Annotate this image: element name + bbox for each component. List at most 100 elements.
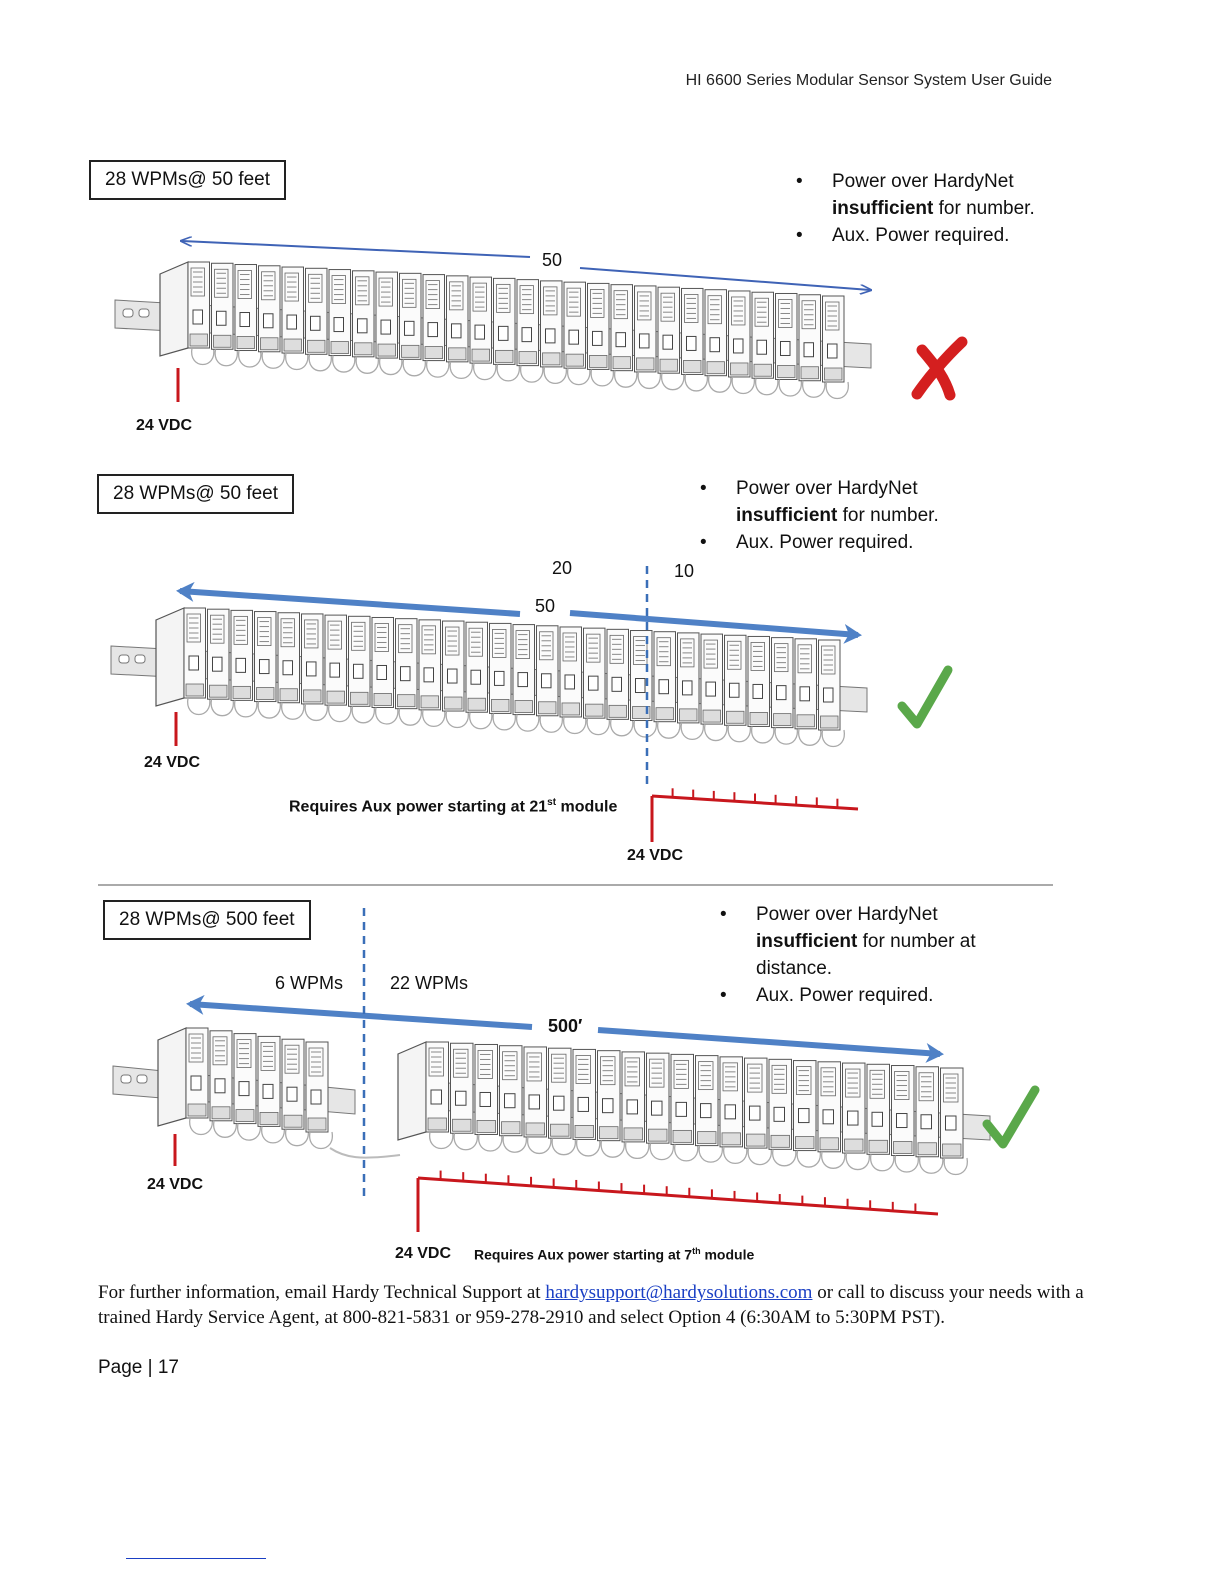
panel3-config-label: 28 WPMs@ 500 feet: [103, 900, 311, 940]
wpm-module: [646, 1052, 674, 1161]
wpm-module: [559, 626, 587, 734]
wpm-module: [768, 1058, 797, 1167]
wpm-module: [499, 1045, 527, 1153]
support-email-link[interactable]: hardysupport@hardysolutions.com: [545, 1282, 813, 1303]
panel3-hardynet-cable: [329, 1147, 401, 1159]
panel2-bullets: •Power over HardyNet insufficient for nu…: [700, 475, 939, 556]
panel1-bullets: •Power over HardyNet insufficient for nu…: [796, 168, 1035, 249]
wpm-module: [630, 630, 657, 738]
panel2-distance-arrow: [176, 581, 862, 644]
panel3-bullets: •Power over HardyNet insufficient for nu…: [720, 901, 976, 1009]
support-text-after: or call to discuss your needs with a tra…: [98, 1282, 1084, 1328]
panel2-requires-aux-note: Requires Aux power starting at 21st modu…: [289, 797, 617, 816]
wpm-module: [597, 1050, 625, 1158]
panel3-bullet1-line3: distance.: [756, 958, 833, 979]
wpm-module: [422, 274, 450, 378]
page-header-title: HI 6600 Series Modular Sensor System Use…: [685, 72, 1052, 89]
wpm-module: [940, 1067, 968, 1175]
wpm-module: [209, 1030, 237, 1138]
wpm-module: [281, 1038, 309, 1147]
wpm-module: [469, 276, 497, 381]
panel1-module-rack: [114, 261, 872, 399]
wpm-module: [793, 1060, 821, 1168]
page-number: Page | 17: [98, 1357, 180, 1378]
panel3-bullet1-rest: for number at: [857, 931, 976, 952]
wpm-module: [818, 639, 845, 747]
panel3-aux-vdc-label: 24 VDC: [395, 1245, 452, 1262]
wpm-module: [621, 1051, 650, 1159]
wpm-module: [328, 269, 356, 373]
wpm-module: [324, 614, 352, 723]
wpm-module: [563, 281, 591, 386]
wpm-module: [207, 608, 234, 717]
footnote-rule: [126, 1558, 266, 1559]
wpm-module: [211, 262, 238, 367]
wpm-module: [230, 609, 258, 718]
wpm-module: [657, 286, 685, 391]
panel3-bullet2: Aux. Power required.: [756, 985, 934, 1006]
wpm-module: [305, 267, 332, 372]
wpm-module: [489, 622, 516, 731]
controller-module: [155, 607, 185, 707]
wpm-module: [681, 287, 708, 392]
wpm-module: [512, 624, 540, 732]
section-divider: [98, 884, 1053, 886]
wpm-module: [399, 272, 426, 377]
wpm-module: [747, 635, 775, 744]
controller-module: [157, 1027, 187, 1127]
wpm-module: [771, 637, 798, 745]
wpm-module: [474, 1043, 503, 1152]
panel1-config-label: 28 WPMs@ 50 feet: [89, 160, 287, 200]
support-text-before: For further information, email Hardy Tec…: [98, 1282, 546, 1303]
wpm-module: [348, 615, 375, 724]
wpm-module: [817, 1061, 846, 1169]
panel3-requires-text: Requires Aux power starting at 7: [474, 1246, 693, 1263]
wpm-module: [418, 619, 446, 727]
wpm-module: [866, 1063, 895, 1172]
wpm-module: [842, 1062, 870, 1170]
panel3-right-group-label: 22 WPMs: [390, 973, 469, 993]
wpm-module: [606, 628, 634, 737]
wpm-module: [634, 285, 661, 389]
wpm-module: [891, 1065, 919, 1173]
wpm-module: [446, 275, 473, 379]
wpm-module: [548, 1047, 576, 1156]
wpm-module: [724, 634, 751, 743]
panel1-red-x-icon: [911, 336, 968, 401]
wpm-module: [798, 294, 826, 398]
wpm-module: [254, 611, 281, 719]
panel3-vdc-label: 24 VDC: [147, 1176, 204, 1193]
panel3-distance-label: 500′: [548, 1016, 582, 1036]
panel1-bullet1-bold: insufficient: [832, 198, 934, 219]
wpm-module: [187, 261, 215, 365]
panel2-aux-power-bus: [650, 788, 859, 842]
wpm-module: [653, 631, 681, 739]
wpm-module: [587, 282, 614, 387]
wpm-module: [442, 620, 469, 728]
panel3-requires-aux-note: Requires Aux power starting at 7th modul…: [474, 1246, 754, 1263]
wpm-module: [572, 1048, 601, 1157]
panel2-requires-text: Requires Aux power starting at 21: [289, 798, 548, 816]
wpm-module: [301, 613, 328, 721]
panel1-distance-arrow: [182, 241, 870, 290]
wpm-module: [583, 627, 610, 736]
panel1-bullet1-line1: Power over HardyNet: [832, 171, 1014, 192]
wpm-module: [395, 618, 422, 726]
wpm-module: [794, 638, 822, 746]
support-info-paragraph: For further information, email Hardy Tec…: [98, 1280, 1088, 1330]
panel2-bullet1-rest: for number.: [837, 505, 939, 526]
panel1-vdc-label: 24 VDC: [136, 417, 193, 434]
wpm-module: [822, 295, 849, 399]
wpm-module: [670, 1053, 699, 1162]
panel3-requires-end: module: [700, 1246, 755, 1263]
wpm-module: [425, 1041, 454, 1149]
panel2-distance-label: 50: [535, 596, 555, 616]
panel2-bullet1-line1: Power over HardyNet: [736, 478, 918, 499]
panel3-aux-power-bus: [416, 1170, 939, 1232]
panel2-vdc-label: 24 VDC: [144, 754, 201, 771]
wpm-module: [610, 284, 638, 388]
panel2-aux-vdc-label: 24 VDC: [627, 847, 684, 864]
panel2-right-distance: 10: [674, 561, 694, 581]
wpm-module: [677, 632, 704, 740]
